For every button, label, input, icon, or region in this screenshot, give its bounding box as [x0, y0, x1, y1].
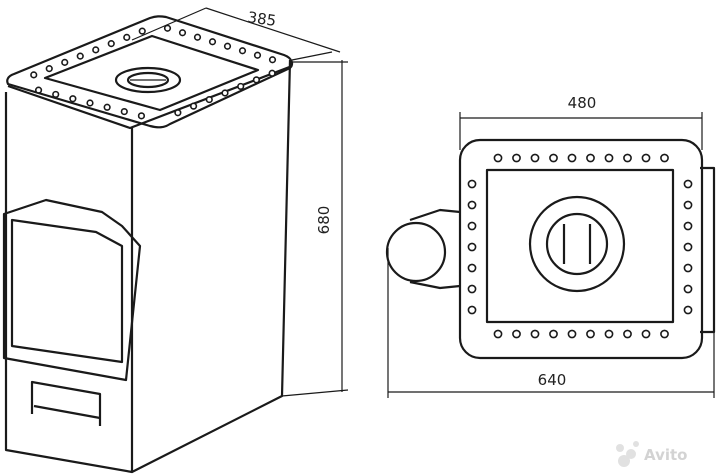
bolt-hole — [221, 89, 229, 97]
bolt-hole — [604, 329, 614, 339]
overall-width-dimension — [387, 248, 715, 398]
burner-ring — [114, 66, 182, 94]
overall-width-dimension-label: 640 — [538, 371, 567, 389]
top-inner-panel — [43, 34, 260, 112]
bolt-hole — [174, 109, 182, 117]
bolt-hole — [69, 95, 77, 103]
watermark-brand: Avito — [644, 446, 687, 464]
bolt-hole — [660, 153, 669, 163]
bolt-hole — [567, 329, 577, 339]
bolt-hole — [61, 58, 69, 66]
bolt-hole — [45, 65, 53, 73]
bolt-hole — [103, 103, 111, 111]
bolt-hole — [268, 56, 277, 64]
bolt-hole — [604, 153, 614, 163]
bolt-hole — [467, 179, 477, 189]
bolt-hole — [530, 329, 540, 339]
bolt-hole — [467, 305, 477, 315]
height-dimension-label: 680 — [315, 206, 333, 235]
bolt-hole — [52, 90, 60, 99]
bolt-hole — [189, 102, 198, 110]
firebox-door — [2, 198, 142, 382]
isometric-view: 385 680 — [2, 7, 349, 474]
top-bolt-holes — [30, 24, 277, 120]
bolt-hole — [683, 263, 693, 273]
watermark: Avito — [616, 441, 687, 467]
bolt-hole — [660, 329, 669, 339]
bolt-hole — [530, 153, 540, 163]
bolt-hole — [683, 179, 693, 189]
bolt-hole — [107, 40, 115, 48]
bolt-hole — [252, 76, 261, 84]
right-side-rail — [700, 166, 716, 334]
depth-dimension-label: 385 — [246, 8, 277, 30]
bolt-hole — [467, 242, 477, 252]
bolt-hole — [493, 153, 503, 163]
bolt-hole — [237, 82, 245, 91]
height-dimension — [281, 60, 349, 397]
bolt-hole — [467, 284, 477, 294]
bolt-hole — [683, 305, 693, 315]
bolt-hole — [76, 52, 84, 60]
bolt-hole — [586, 153, 595, 163]
door-inner-panel — [10, 218, 124, 364]
plan-bolt-holes — [467, 153, 693, 339]
bolt-hole — [268, 69, 276, 77]
bolt-hole — [512, 329, 521, 339]
stove-body-outline — [4, 59, 293, 474]
avito-logo-icon — [616, 441, 639, 467]
bolt-hole — [683, 221, 693, 231]
bolt-hole — [641, 153, 651, 163]
plan-burner-ring — [528, 195, 626, 293]
tube-end-circle — [385, 221, 447, 283]
depth-dimension — [131, 7, 341, 61]
bolt-hole — [567, 153, 577, 163]
bolt-hole — [467, 200, 477, 210]
bolt-hole — [623, 153, 632, 163]
ash-pit-opening — [30, 380, 102, 426]
bolt-hole — [683, 284, 693, 294]
top-plate-outline — [458, 138, 704, 360]
lid-handle — [562, 224, 592, 264]
bolt-hole — [92, 46, 100, 54]
bolt-hole — [86, 99, 94, 107]
bolt-hole — [208, 38, 217, 46]
ash-pan — [33, 404, 101, 420]
plan-view: 480 640 — [385, 94, 716, 398]
bolt-hole — [137, 112, 146, 120]
bolt-hole — [549, 153, 558, 163]
bolt-hole — [223, 42, 232, 50]
top-plate — [6, 15, 294, 129]
burner-lid — [126, 71, 170, 89]
width-dimension — [459, 112, 703, 150]
top-inner-panel-plan — [485, 168, 675, 324]
width-dimension-label: 480 — [568, 94, 597, 112]
bolt-hole — [138, 27, 146, 35]
bolt-hole — [120, 107, 128, 116]
plan-burner-lid — [545, 212, 609, 276]
bolt-hole — [467, 263, 477, 273]
side-tube — [409, 208, 461, 290]
bolt-hole — [178, 29, 187, 37]
bolt-hole — [641, 329, 651, 339]
bolt-hole — [123, 33, 131, 41]
bolt-hole — [493, 329, 503, 339]
bolt-hole — [253, 51, 262, 59]
bolt-hole — [34, 86, 43, 94]
bolt-hole — [549, 329, 558, 339]
bolt-hole — [683, 200, 693, 210]
bolt-hole — [238, 47, 247, 55]
bolt-hole — [30, 71, 38, 79]
bolt-hole — [193, 33, 202, 41]
bolt-hole — [467, 221, 477, 231]
bolt-hole — [163, 24, 172, 32]
bolt-hole — [623, 329, 632, 339]
bolt-hole — [586, 329, 595, 339]
bolt-hole — [205, 95, 213, 104]
bolt-hole — [512, 153, 521, 163]
bolt-hole — [683, 242, 693, 252]
